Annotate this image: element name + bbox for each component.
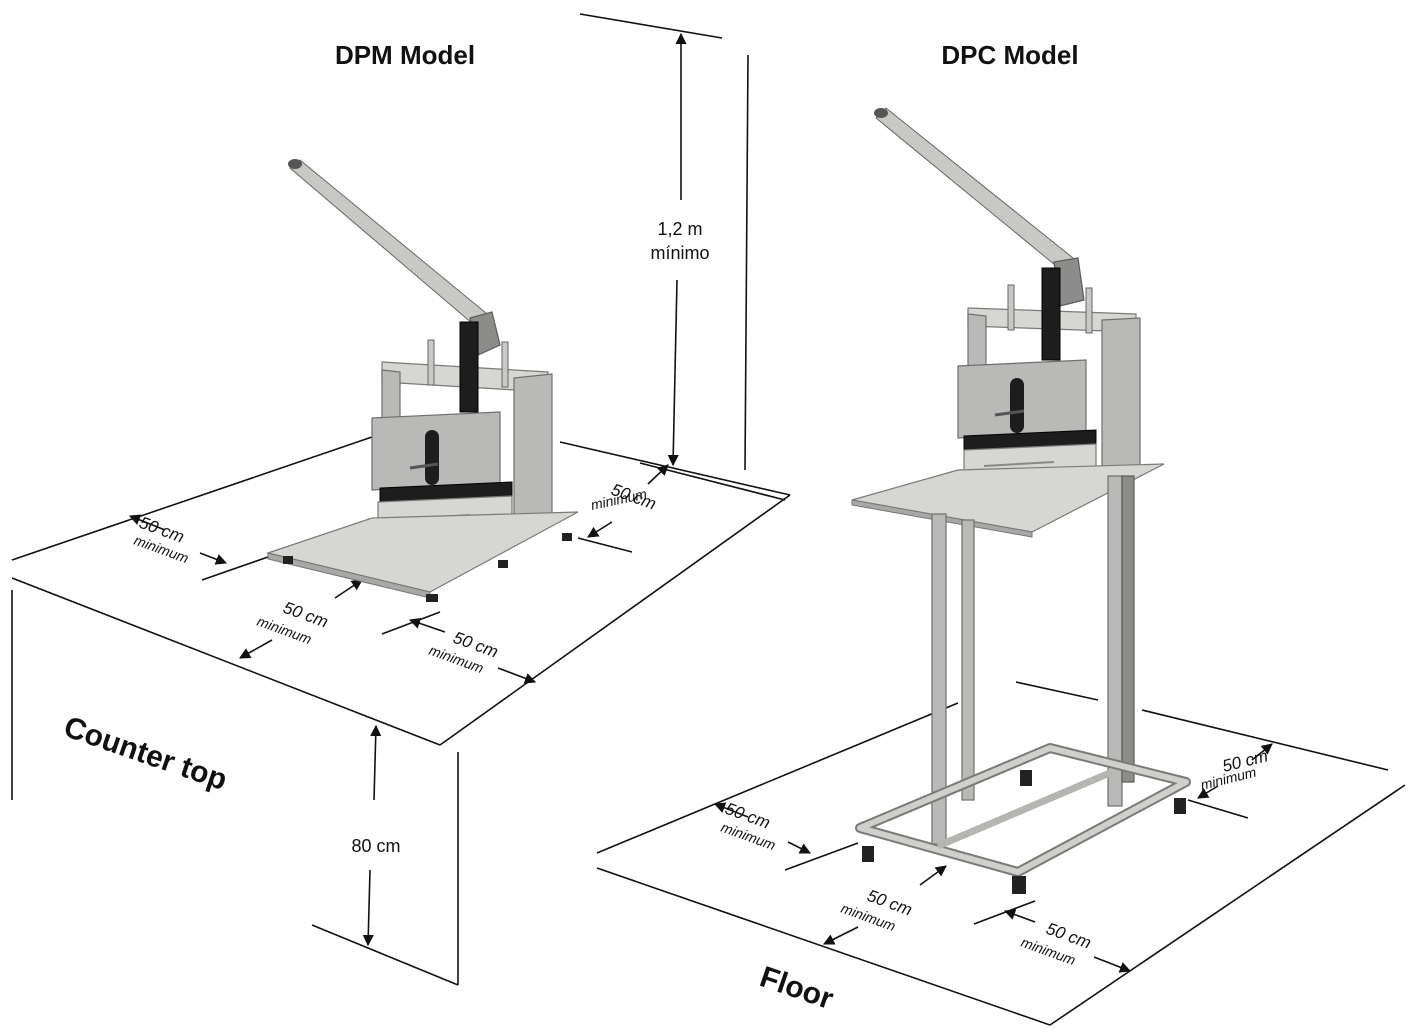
dpc-spacing-front: 50 cm minimum [822, 865, 947, 945]
dpm-spacing-right: 50 cm minimum [381, 611, 537, 684]
dpc-machine-illustration [851, 107, 1191, 894]
clearance-word: mínimo [650, 243, 709, 263]
counter-height-label: 80 cm [351, 836, 400, 856]
clearance-dimension: 1,2 m mínimo [650, 32, 710, 467]
floor-outline [596, 681, 1406, 1026]
dpc-spacing-back: 50 cm minimum [1187, 743, 1273, 819]
dpm-spacing-front: 50 cm minimum [239, 579, 363, 659]
dpc-model-title: DPC Model [941, 40, 1078, 70]
counter-top-outline [11, 13, 791, 986]
dpm-machine-illustration [265, 159, 579, 602]
counter-height-dimension: 80 cm [351, 724, 401, 947]
floor-label: Floor [756, 960, 838, 1016]
dpc-spacing-right: 50 cm minimum [973, 900, 1132, 973]
dpm-spacing-back: 50 cm minimum [577, 464, 669, 553]
counter-top-label: Counter top [60, 710, 231, 797]
clearance-value: 1,2 m [657, 219, 702, 239]
dpm-spacing-left: 50 cm minimum [128, 513, 269, 581]
dpc-spacing-left: 50 cm minimum [713, 799, 859, 871]
dpm-model-title: DPM Model [335, 40, 475, 70]
